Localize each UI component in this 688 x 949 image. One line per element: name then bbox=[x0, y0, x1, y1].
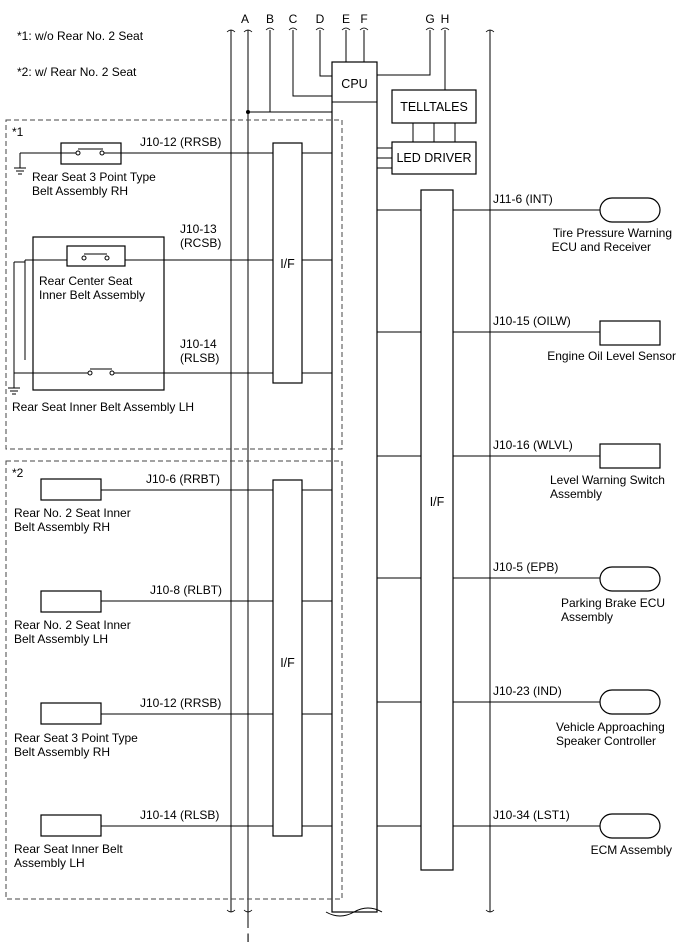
tire-pressure-label-1: Tire Pressure Warning bbox=[553, 226, 672, 240]
group1-tag: *1 bbox=[12, 125, 24, 139]
g2-rrbt-symbol bbox=[40, 478, 102, 501]
left-if-top-label: I/F bbox=[280, 257, 295, 271]
group-without-rear-no2-seat: *1 I/F J10-12 (RRSB) Rear Seat 3 Point T… bbox=[5, 119, 343, 450]
vehicle-approaching-symbol bbox=[599, 689, 661, 715]
g2-rlsb-label-2: Assembly LH bbox=[14, 856, 85, 870]
g2-rrsb-label-2: Belt Assembly RH bbox=[14, 745, 110, 759]
pin-g1-rlsb-2: (RLSB) bbox=[180, 351, 219, 365]
pin-g2-rlbt: J10-8 (RLBT) bbox=[150, 583, 222, 597]
pin-epb: J10-5 (EPB) bbox=[493, 560, 558, 574]
g2-rlbt-label-1: Rear No. 2 Seat Inner bbox=[14, 618, 131, 632]
pin-g1-rlsb-1: J10-14 bbox=[180, 337, 217, 351]
oil-level-label: Engine Oil Level Sensor bbox=[547, 349, 676, 363]
pin-wlvl: J10-16 (WLVL) bbox=[493, 438, 573, 452]
g2-rrbt-label-2: Belt Assembly RH bbox=[14, 520, 110, 534]
note-without-rear-no2-seat: *1: w/o Rear No. 2 Seat bbox=[17, 29, 144, 43]
vehicle-approaching-label-2: Speaker Controller bbox=[556, 734, 656, 748]
vehicle-approaching-label-1: Vehicle Approaching bbox=[556, 720, 665, 734]
tire-pressure-ecu-symbol bbox=[599, 197, 661, 223]
pin-g1-rcsb-2: (RCSB) bbox=[180, 236, 221, 250]
pin-ind: J10-23 (IND) bbox=[493, 684, 562, 698]
g2-rrsb-label-1: Rear Seat 3 Point Type bbox=[14, 731, 138, 745]
oil-level-sensor-symbol bbox=[599, 320, 661, 346]
g1-rlsb-label: Rear Seat Inner Belt Assembly LH bbox=[12, 400, 194, 414]
g2-rlbt-label-2: Belt Assembly LH bbox=[14, 632, 108, 646]
telltales-label: TELLTALES bbox=[400, 100, 468, 114]
top-wires bbox=[246, 27, 450, 114]
pin-int: J11-6 (INT) bbox=[493, 192, 553, 206]
cpu-block: CPU bbox=[325, 61, 383, 917]
group-with-rear-no2-seat: *2 I/F J10-6 (RRBT) Rear No. 2 Seat Inne… bbox=[5, 460, 343, 900]
g2-rlsb-label-1: Rear Seat Inner Belt bbox=[14, 842, 123, 856]
parking-brake-ecu-symbol bbox=[599, 566, 661, 592]
pin-lst1: J10-34 (LST1) bbox=[493, 808, 570, 822]
telltales-led-group: TELLTALES LED DRIVER bbox=[377, 89, 477, 175]
g2-rrbt-label-1: Rear No. 2 Seat Inner bbox=[14, 506, 131, 520]
pin-g2-rrsb: J10-12 (RRSB) bbox=[140, 696, 221, 710]
right-if-block: I/F bbox=[377, 189, 454, 871]
led-driver-label: LED DRIVER bbox=[396, 151, 471, 165]
right-connections: J11-6 (INT) Tire Pressure Warning ECU an… bbox=[453, 192, 676, 857]
pin-oilw: J10-15 (OILW) bbox=[493, 314, 571, 328]
level-warning-label-1: Level Warning Switch bbox=[550, 473, 665, 487]
ecm-symbol bbox=[599, 813, 661, 839]
bus-letter-i: I bbox=[246, 931, 249, 945]
right-if-label: I/F bbox=[430, 495, 445, 509]
g2-rlbt-symbol bbox=[40, 590, 102, 613]
level-warning-label-2: Assembly bbox=[550, 487, 602, 501]
g1-rrsb-label-2: Belt Assembly RH bbox=[32, 184, 128, 198]
bus-letter-c: C bbox=[289, 12, 298, 26]
pin-g1-rcsb-1: J10-13 bbox=[180, 222, 217, 236]
bus-letter-e: E bbox=[342, 12, 350, 26]
g2-rlsb-symbol bbox=[40, 814, 102, 837]
rcsb-switch-symbol bbox=[66, 245, 126, 267]
pin-g2-rrbt: J10-6 (RRBT) bbox=[146, 472, 220, 486]
level-warning-switch-symbol bbox=[599, 443, 661, 469]
ecm-label: ECM Assembly bbox=[591, 843, 672, 857]
bus-letters: A B C D E F G H I bbox=[241, 12, 449, 945]
g1-rrsb-label-1: Rear Seat 3 Point Type bbox=[32, 170, 156, 184]
note-with-rear-no2-seat: *2: w/ Rear No. 2 Seat bbox=[17, 65, 137, 79]
left-if-bottom-label: I/F bbox=[280, 656, 295, 670]
pin-g1-rrsb: J10-12 (RRSB) bbox=[140, 135, 221, 149]
group2-tag: *2 bbox=[12, 466, 24, 480]
parking-brake-label-1: Parking Brake ECU bbox=[561, 596, 665, 610]
bus-letter-a: A bbox=[241, 12, 249, 26]
bus-letter-h: H bbox=[441, 12, 450, 26]
bus-letter-f: F bbox=[360, 12, 367, 26]
tire-pressure-label-2: ECU and Receiver bbox=[552, 240, 651, 254]
cpu-label: CPU bbox=[341, 77, 367, 91]
bus-letter-d: D bbox=[316, 12, 325, 26]
parking-brake-label-2: Assembly bbox=[561, 610, 613, 624]
bus-letter-b: B bbox=[266, 12, 274, 26]
pin-g2-rlsb: J10-14 (RLSB) bbox=[140, 808, 219, 822]
bus-letter-g: G bbox=[425, 12, 434, 26]
g2-rrsb-symbol bbox=[40, 702, 102, 725]
g1-rcsb-label-1: Rear Center Seat bbox=[39, 274, 133, 288]
g1-rcsb-label-2: Inner Belt Assembly bbox=[39, 288, 145, 302]
bus-lines bbox=[226, 29, 495, 928]
